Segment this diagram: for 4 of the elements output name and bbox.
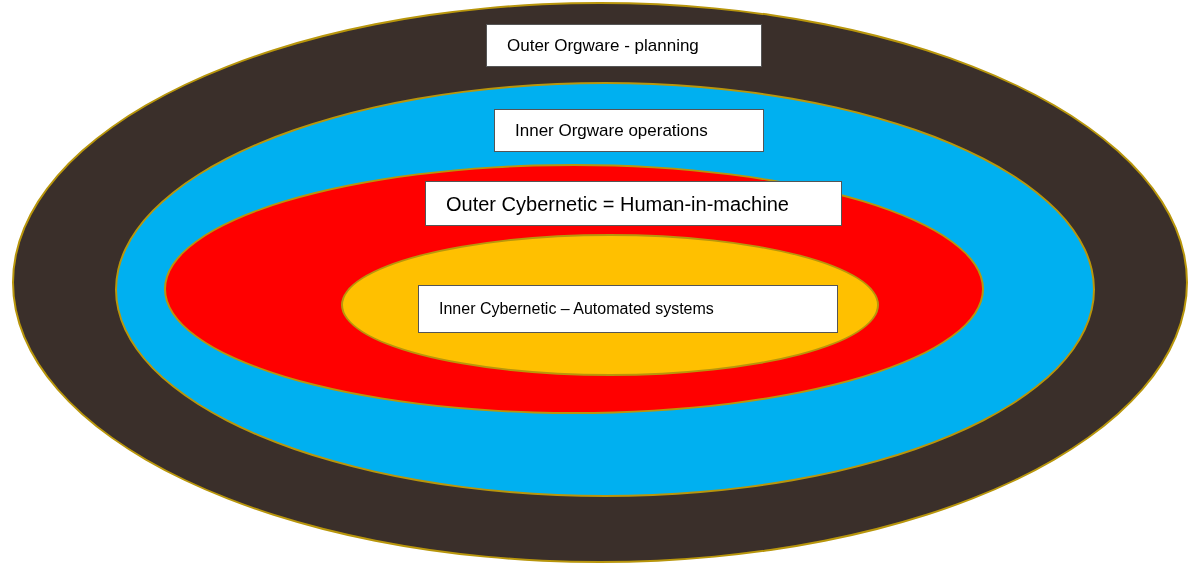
- ring-label: Outer Orgware - planning: [486, 24, 762, 67]
- ring-label: Inner Cybernetic – Automated systems: [418, 285, 838, 333]
- ring-label: Outer Cybernetic = Human-in-machine: [425, 181, 842, 226]
- ring-label: Inner Orgware operations: [494, 109, 764, 152]
